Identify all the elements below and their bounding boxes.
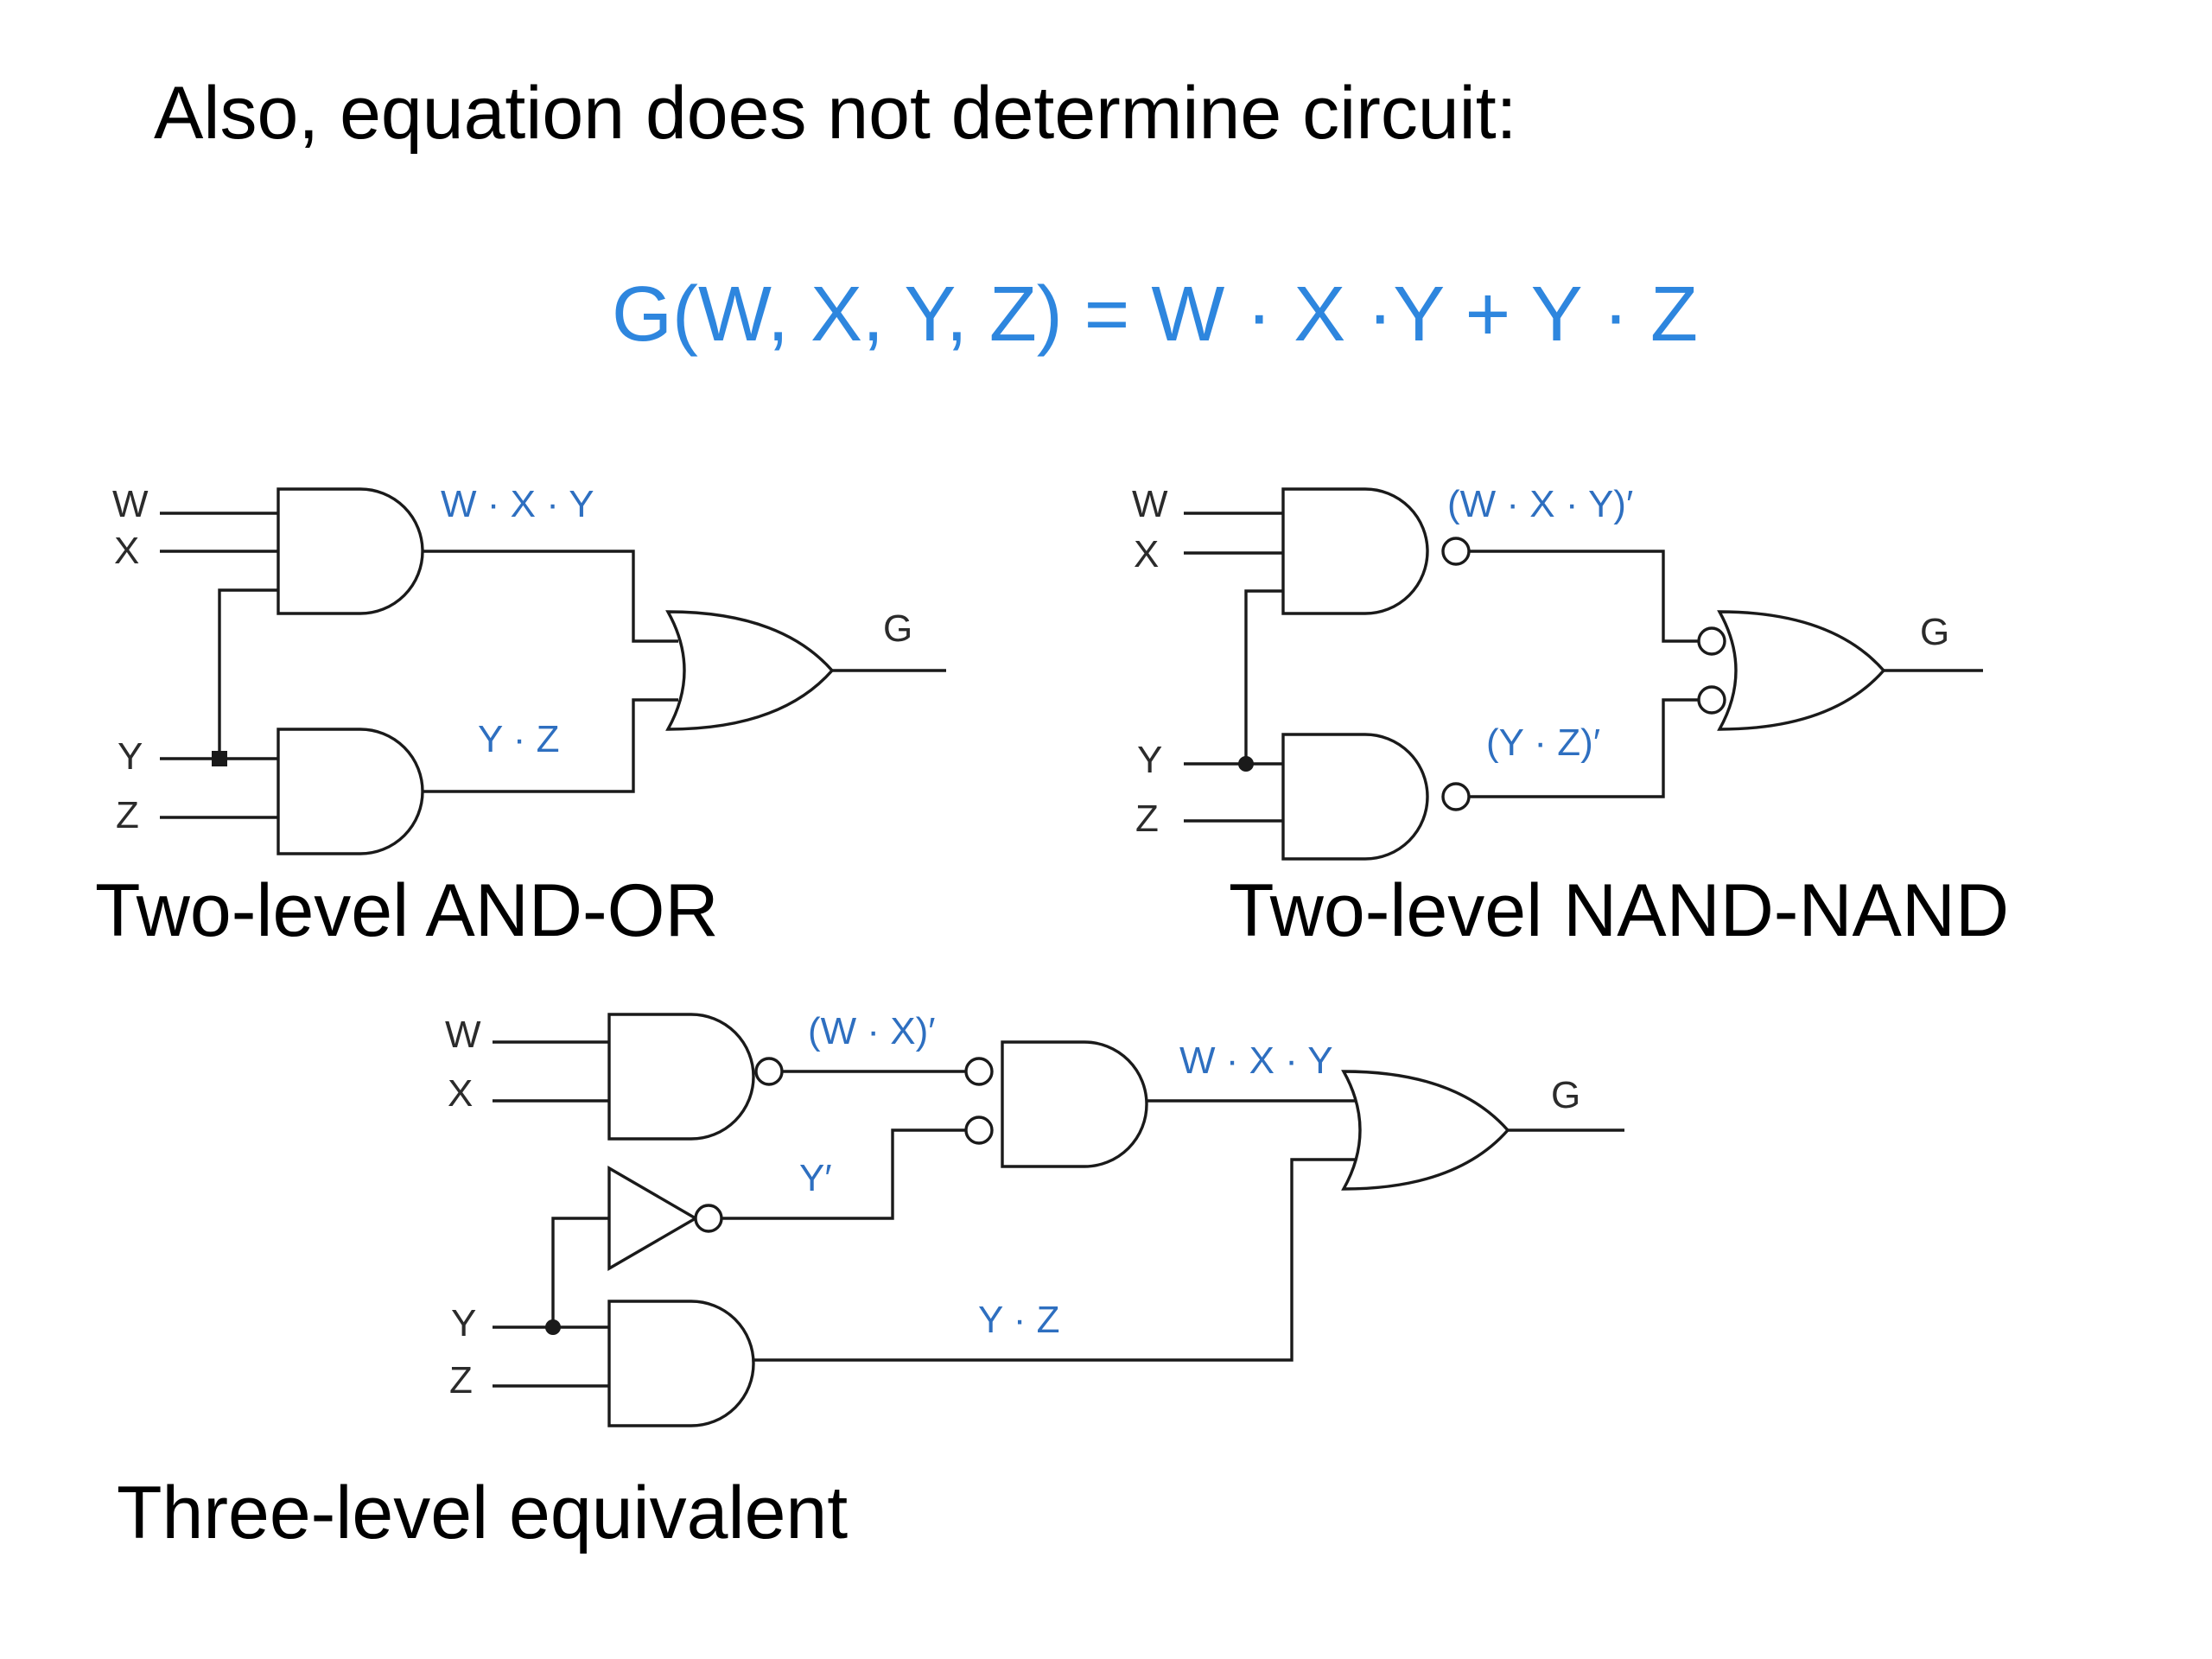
nand-bubble-wxy bbox=[1441, 537, 1471, 566]
junction-y bbox=[1238, 756, 1254, 772]
and-gate-yz bbox=[276, 728, 424, 855]
label-yz: Y · Z bbox=[478, 718, 560, 760]
inverter-y bbox=[607, 1166, 699, 1271]
nand-output-gate bbox=[1718, 610, 1885, 731]
input-bubble-bottom bbox=[964, 1116, 994, 1145]
nand-bubble-wx bbox=[754, 1057, 784, 1086]
junction-y bbox=[212, 751, 227, 766]
nand-bubble-yz bbox=[1441, 782, 1471, 811]
label-yz: Y · Z bbox=[978, 1299, 1060, 1341]
input-bubble-bottom bbox=[1697, 685, 1726, 715]
input-y-label: Y bbox=[1137, 739, 1162, 781]
input-z-label: Z bbox=[1135, 798, 1159, 840]
nand-nand-circuit: W X Y Z (W · X · Y)′ (Y · Z)′ G Two-leve… bbox=[1132, 483, 2009, 952]
wire-y-branch bbox=[1244, 589, 1283, 764]
caption-three-level: Three-level equivalent bbox=[117, 1471, 848, 1554]
input-w-label: W bbox=[1132, 483, 1168, 525]
wire-nyz bbox=[1469, 698, 1699, 798]
and-or-circuit: W X Y Z W · X · Y Y · Z G Two-level AND-… bbox=[95, 483, 946, 952]
input-z-label: Z bbox=[116, 794, 139, 836]
input-z-label: Z bbox=[449, 1359, 473, 1402]
input-y-label: Y bbox=[451, 1302, 476, 1344]
and-gate-yz bbox=[607, 1300, 755, 1427]
label-nyz: (Y · Z)′ bbox=[1486, 721, 1600, 764]
input-w-label: W bbox=[445, 1014, 481, 1056]
wire-yz bbox=[753, 1158, 1355, 1362]
input-y-label: Y bbox=[118, 735, 143, 778]
inverter-bubble bbox=[694, 1204, 723, 1233]
input-bubble-top bbox=[1697, 626, 1726, 656]
and-gate-wxy bbox=[276, 487, 424, 615]
output-g-label: G bbox=[1920, 611, 1949, 653]
nand-gate-wxy bbox=[1281, 487, 1429, 615]
label-nwxy: (W · X · Y)′ bbox=[1447, 483, 1633, 525]
slide-title: Also, equation does not determine circui… bbox=[154, 72, 1517, 155]
or-gate bbox=[1342, 1070, 1510, 1191]
nand-gate-yz bbox=[1281, 733, 1429, 861]
and-gate-wxy bbox=[1001, 1040, 1148, 1168]
caption-and-or: Two-level AND-OR bbox=[95, 869, 719, 952]
wire-wxy bbox=[423, 550, 678, 643]
wire-y-branch bbox=[218, 588, 278, 759]
label-wxy: W · X · Y bbox=[1179, 1039, 1333, 1082]
wire-yz bbox=[423, 698, 678, 793]
input-x-label: X bbox=[1134, 533, 1159, 575]
caption-nand-nand: Two-level NAND-NAND bbox=[1229, 869, 2009, 952]
wire-y-branch bbox=[551, 1217, 609, 1327]
nand-gate-wx bbox=[607, 1013, 755, 1141]
or-gate bbox=[666, 610, 834, 731]
three-level-circuit: W X Y Z (W · X)′ Y′ W · X · Y Y · Z G Th… bbox=[117, 1010, 1624, 1554]
input-x-label: X bbox=[448, 1072, 473, 1115]
label-nwx: (W · X)′ bbox=[808, 1010, 936, 1052]
wire-ny bbox=[721, 1128, 966, 1220]
junction-y bbox=[545, 1319, 561, 1335]
input-x-label: X bbox=[114, 530, 139, 572]
input-bubble-top bbox=[964, 1057, 994, 1086]
label-wxy: W · X · Y bbox=[441, 483, 594, 525]
label-ny: Y′ bbox=[799, 1157, 832, 1199]
wire-nwxy bbox=[1469, 550, 1699, 643]
output-g-label: G bbox=[1551, 1074, 1580, 1116]
input-w-label: W bbox=[112, 483, 149, 525]
equation: G(W, X, Y, Z) = W · X ·Y + Y · Z bbox=[612, 271, 1698, 358]
output-g-label: G bbox=[883, 607, 912, 650]
